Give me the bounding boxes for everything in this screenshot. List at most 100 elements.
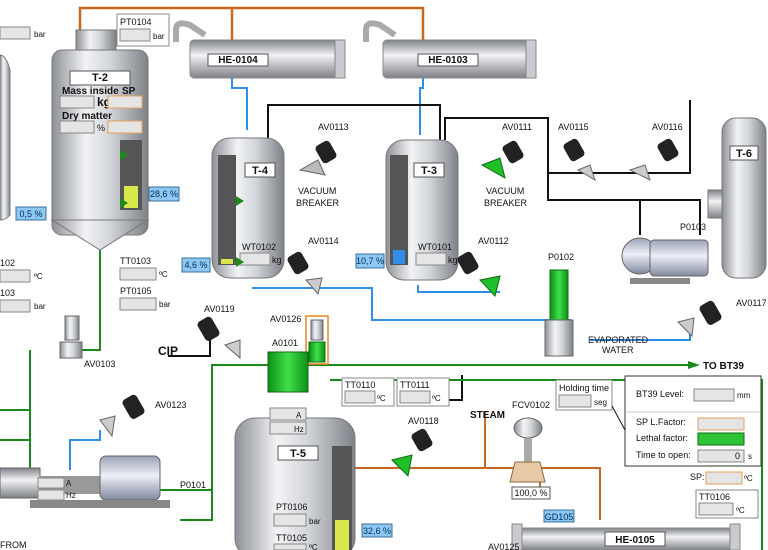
black-pipes [168, 100, 701, 401]
sp-box-unit: ºC [744, 474, 753, 483]
t2-dry-sp-field[interactable] [107, 120, 143, 134]
top-left-bar-unit: bar [34, 30, 46, 39]
pump-p0101[interactable] [0, 455, 170, 508]
tt0110-tag: TT0110 [345, 380, 375, 390]
holding-to-panel-line [611, 405, 626, 431]
t2-level-low-marker [120, 198, 128, 208]
av0114-tag: AV0114 [308, 236, 339, 246]
he-0103[interactable]: HE-0103 [363, 20, 537, 79]
fcv0102-tag: FCV0102 [512, 400, 550, 410]
tt0106-tag: TT0106 [699, 492, 730, 502]
he-0104[interactable]: HE-0104 [173, 20, 346, 79]
evaporated-label: EVAPORATED [588, 335, 649, 345]
bt39-sp-field[interactable] [697, 417, 745, 431]
pump-a0101[interactable] [267, 351, 309, 393]
t4-level-pct: 4,6 % [184, 260, 207, 270]
steam-label: STEAM [470, 410, 505, 421]
t5-level-pct-box [361, 523, 393, 538]
pt0105-field [119, 297, 157, 311]
pt0104-tag: PT0104 [120, 17, 152, 27]
tt0110-unit: ºC [377, 394, 386, 403]
t4-weight-tag: WT0102 [242, 242, 276, 252]
t5-a-field [269, 407, 307, 421]
to-bt39-label: TO BT39 [703, 361, 744, 372]
fcv0102-output-box [511, 486, 551, 500]
valve-av0117[interactable] [677, 299, 723, 338]
valve-av0115[interactable] [562, 137, 596, 182]
tank-t4[interactable]: T-4 WT0102 kg [211, 137, 285, 279]
valve-av0112[interactable] [456, 250, 501, 298]
pump-p0102[interactable] [544, 269, 574, 357]
p0101-a-field [37, 477, 65, 489]
to-bt39-arrow [688, 361, 700, 369]
he-0105[interactable]: HE-0105 [511, 523, 741, 550]
holding-time-field [558, 394, 592, 408]
av0111-tag: AV0111 [502, 122, 532, 132]
valve-av0119[interactable] [196, 315, 241, 360]
pt0104-unit: bar [153, 32, 165, 41]
tank-t6[interactable]: T-6 [707, 117, 767, 279]
t3-title: T-3 [421, 165, 437, 177]
valve-av0113[interactable] [298, 139, 338, 176]
bt39-lethal-label: Lethal factor: [636, 433, 688, 443]
he0103-label: HE-0103 [428, 55, 468, 66]
he0104-label: HE-0104 [218, 55, 258, 66]
tt0103-unit: ºC [159, 270, 168, 279]
t4-level-marker [236, 196, 244, 206]
t2-sp-label: SP [122, 86, 136, 97]
t2-level-bar [124, 186, 138, 208]
t5-tt-unit: ºC [309, 543, 318, 550]
tank-t2[interactable]: T-2 Mass inside SP kg Dry matter % [50, 29, 150, 251]
steam-pipes-bottom [355, 412, 601, 520]
pump-p0103[interactable] [621, 237, 709, 284]
t5-a-unit: A [296, 411, 302, 420]
valve-av0118[interactable] [391, 427, 434, 478]
bt39-level-unit: mm [737, 391, 751, 400]
holding-time-title: Holding time [559, 383, 609, 393]
t4-title: T-4 [252, 165, 269, 177]
bt39-level-label: BT39 Level: [636, 389, 684, 399]
t5-hz-field [269, 421, 307, 435]
valve-av0116[interactable] [628, 137, 680, 181]
t5-pt-unit: bar [309, 517, 321, 526]
t2-sp-field[interactable] [107, 95, 143, 109]
valve-av0114[interactable] [286, 250, 323, 296]
t3-level-pct: 10,7 % [356, 256, 384, 266]
valve-av0123[interactable] [99, 393, 146, 438]
vacuum-label-t3: VACUUM [486, 186, 524, 196]
tt0110-field [344, 390, 376, 404]
bt39-time-label: Time to open: [636, 450, 691, 460]
top-left-bar-field [0, 26, 31, 40]
t5-pt-tag: PT0106 [276, 502, 308, 512]
water-label: WATER [602, 345, 634, 355]
t5-level-pct: 32,6 % [363, 526, 391, 536]
breaker-label-t3: BREAKER [484, 198, 528, 208]
t2-dry-field [59, 120, 95, 134]
sp-box-field[interactable] [705, 471, 743, 485]
t5-title: T-5 [290, 448, 306, 460]
t4-weight-field [239, 252, 271, 266]
p0101-hz-field [37, 489, 65, 501]
tank-t3[interactable]: T-3 WT0101 kg [385, 139, 459, 281]
valve-av0111[interactable] [480, 139, 525, 180]
tank-t5[interactable]: T-5 PT0106 bar TT0105 ºC [234, 417, 356, 550]
left-pt-tag: 103 [0, 288, 15, 298]
t3-weight-tag: WT0101 [418, 242, 452, 252]
left-pct-box [15, 206, 47, 221]
he0105-label: HE-0105 [615, 535, 655, 546]
valve-av0126[interactable] [305, 315, 329, 365]
bt39-time-value: 0 [735, 451, 740, 461]
a0101-tag: A0101 [272, 338, 298, 348]
t2-mass-label: Mass inside [62, 86, 119, 97]
t2-level-pct-box [148, 186, 180, 202]
bt39-level-field [693, 388, 735, 402]
av0123-tag: AV0123 [155, 400, 186, 410]
av0119-tag: AV0119 [204, 304, 235, 314]
tt0111-field [399, 390, 431, 404]
valve-av0103[interactable] [59, 315, 83, 359]
av0113-tag: AV0113 [318, 122, 349, 132]
av0118-tag: AV0118 [408, 416, 439, 426]
left-pt-field [0, 299, 31, 313]
valve-fcv0102[interactable] [509, 417, 546, 483]
tt0111-tag: TT0111 [400, 380, 430, 390]
